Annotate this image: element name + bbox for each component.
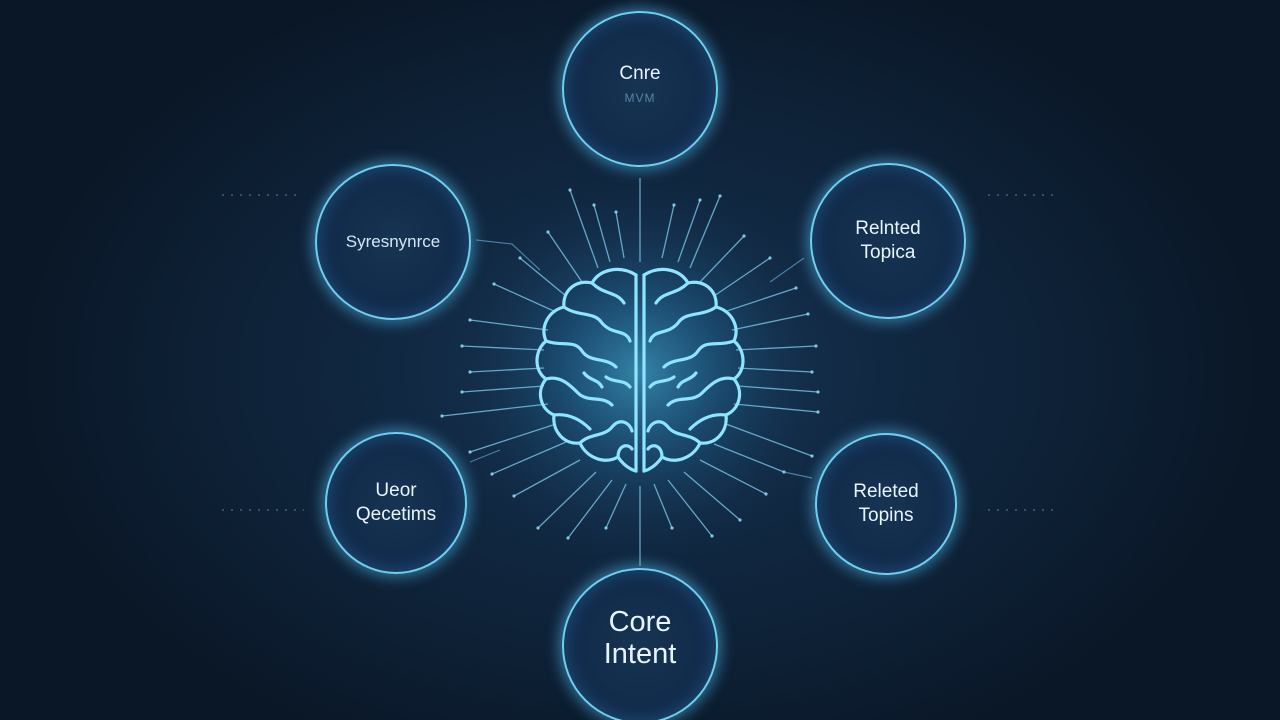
node-related-topics-upper: Relnted Topica xyxy=(810,163,966,319)
node-related-topics-lower: Releted Topins xyxy=(815,433,957,575)
node-related-topics-upper-line2: Topica xyxy=(860,242,916,263)
node-user-questions-line2: Qecetims xyxy=(355,504,437,525)
node-top: Cnre MVM xyxy=(562,11,718,167)
node-synonyms-label: Syresnynrce xyxy=(345,232,441,252)
dotted-trails xyxy=(222,194,1060,511)
node-synonyms: Syresnynrce xyxy=(315,164,471,320)
node-user-questions-line1: Ueor xyxy=(375,480,417,502)
node-top-subtitle: MVM xyxy=(624,91,656,106)
node-connectors xyxy=(469,239,813,479)
radiating-lines xyxy=(441,178,819,566)
node-related-topics-upper-line1: Relnted xyxy=(855,218,921,240)
node-core-intent: Core Intent xyxy=(562,568,718,720)
brain-glow xyxy=(450,182,830,562)
node-core-intent-text: Core Intent xyxy=(604,606,677,671)
node-core-intent-line1: Core xyxy=(608,605,672,638)
node-core-intent-line2: Intent xyxy=(603,638,677,670)
node-user-questions: Ueor Qecetims xyxy=(325,432,467,574)
brain-icon xyxy=(520,255,760,495)
node-related-topics-lower-line2: Topins xyxy=(858,505,914,526)
node-related-topics-lower-line1: Releted xyxy=(853,481,919,503)
node-top-title: Cnre xyxy=(619,62,661,84)
radiating-dots xyxy=(440,188,820,540)
